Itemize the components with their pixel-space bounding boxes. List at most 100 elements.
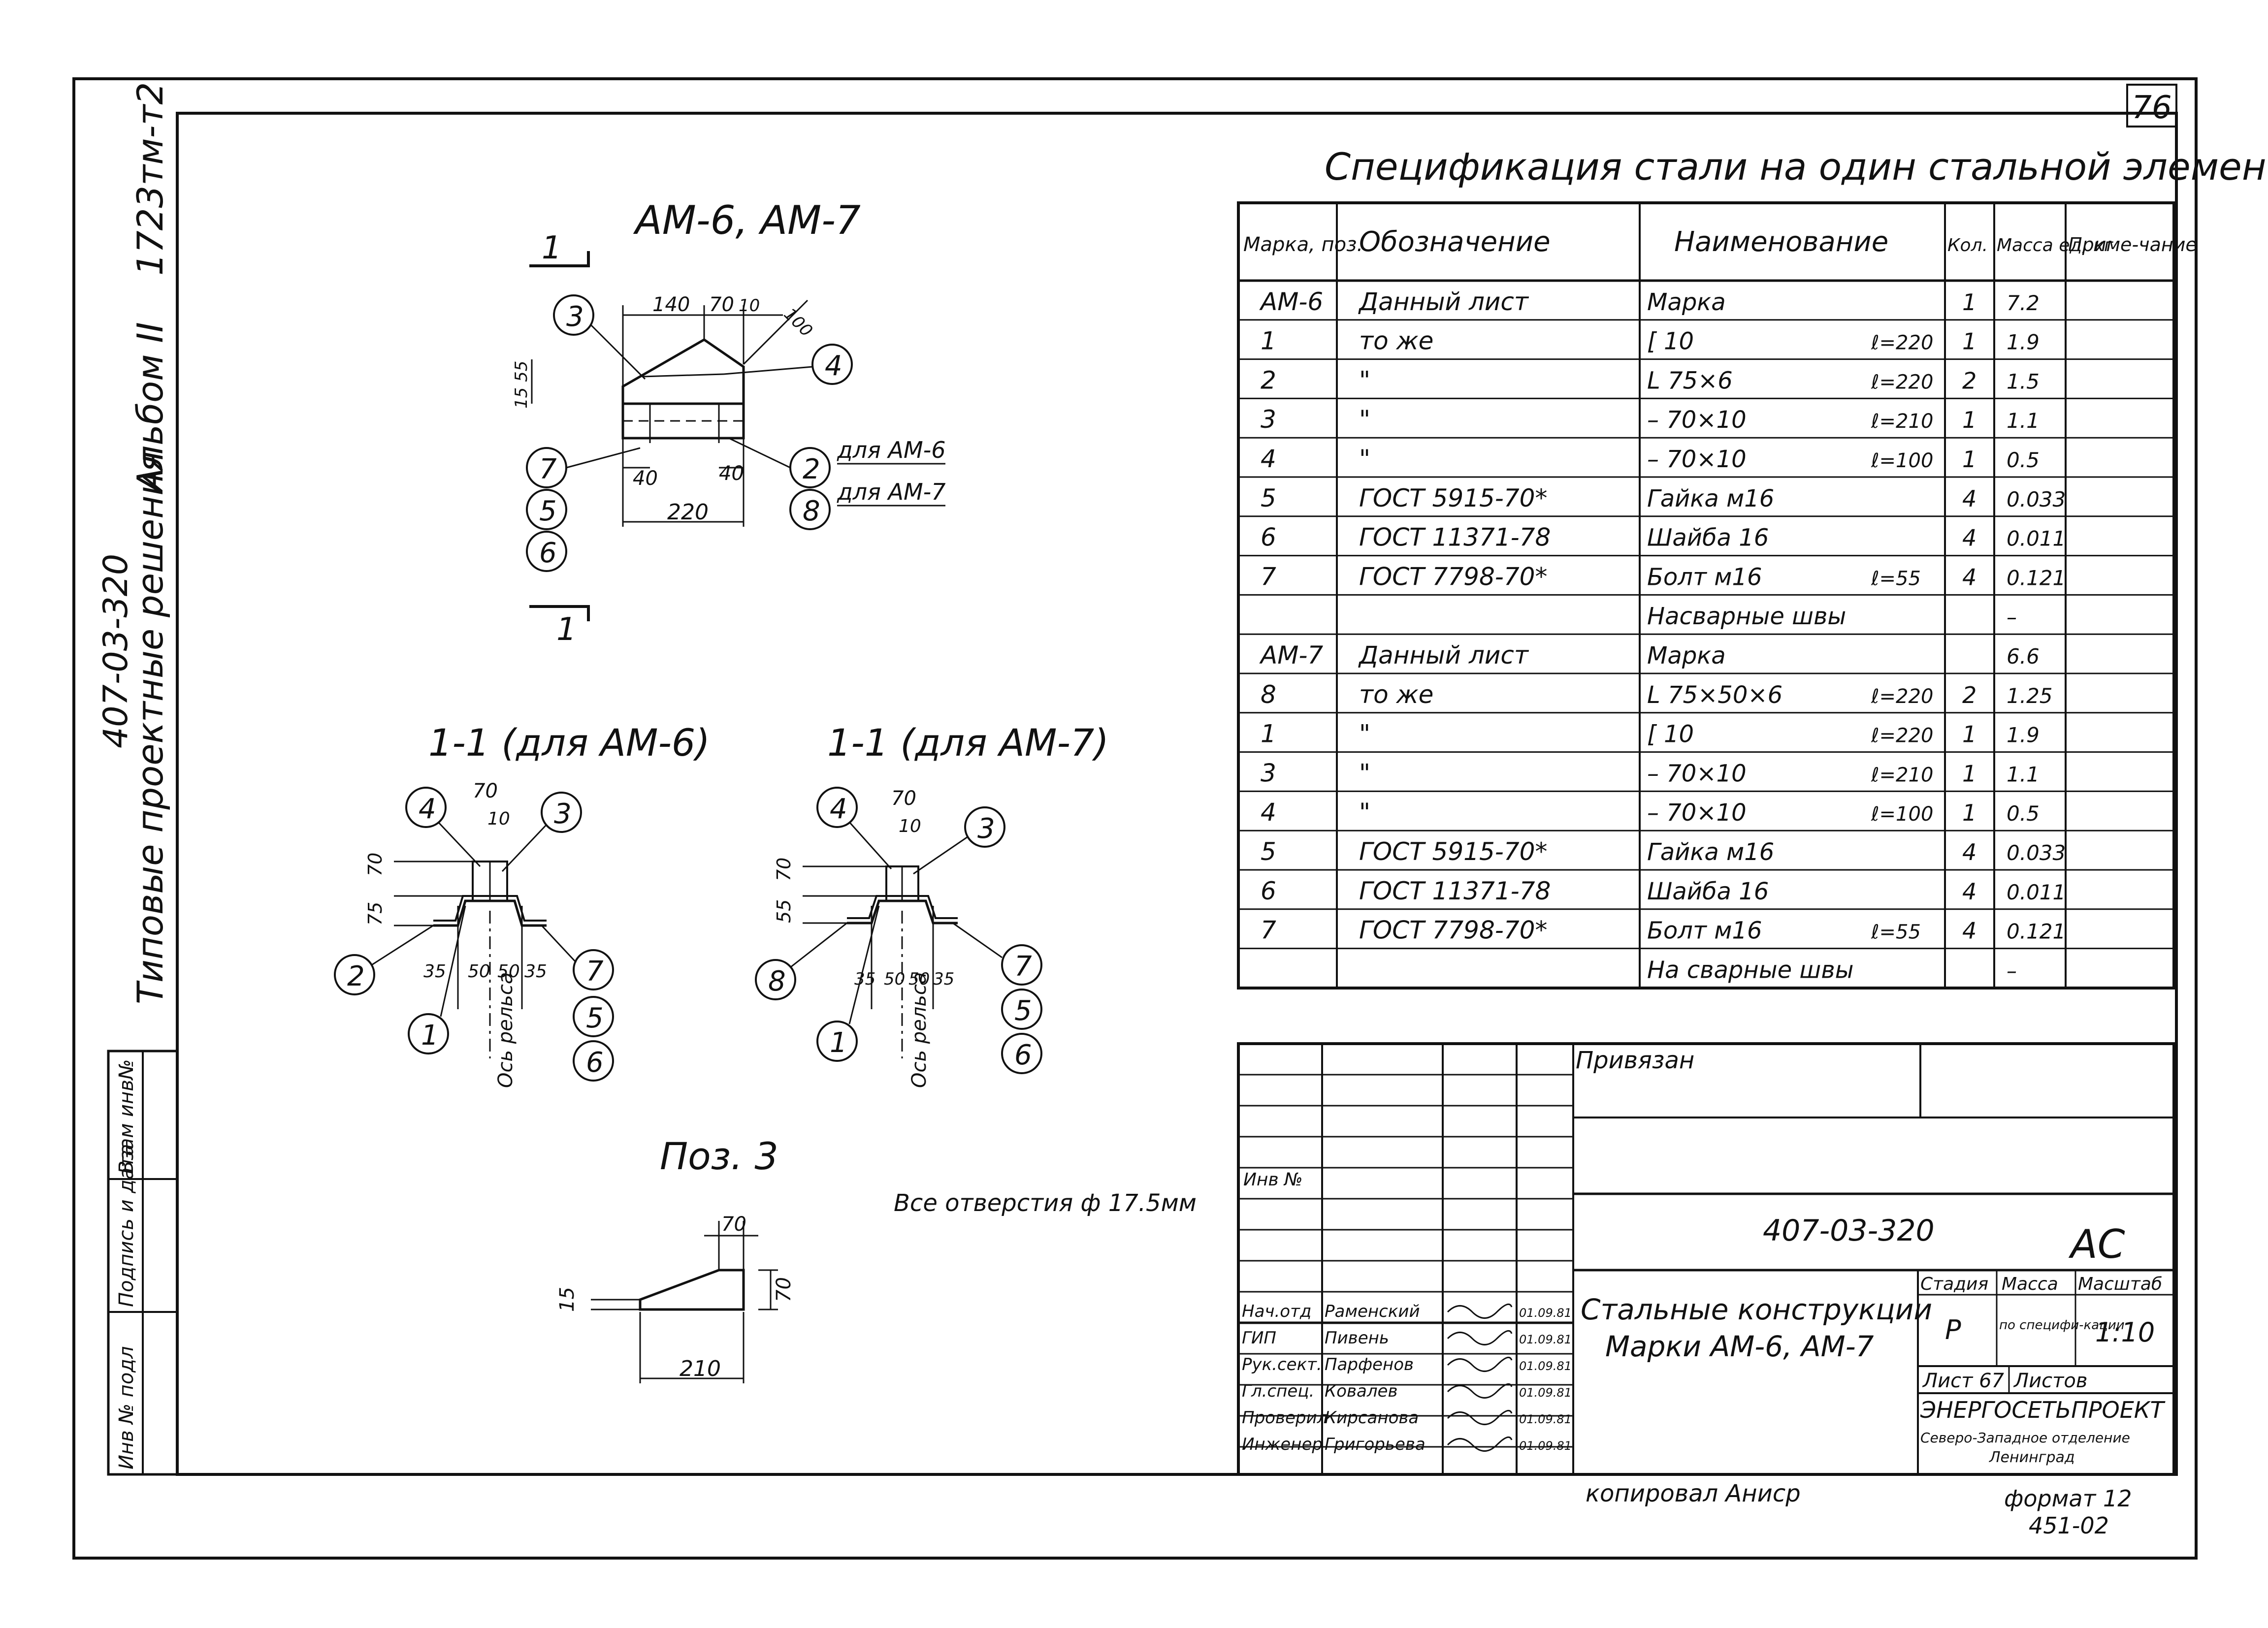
tb-stage-head: Стадия <box>1920 1274 1988 1294</box>
main-view: АМ-6, АМ-7 1 1 140 70 10 100 15 55 40 40 <box>512 197 946 648</box>
sec6-callout-7: 7 <box>541 925 614 990</box>
tb-org-3: Ленинград <box>1989 1449 2075 1466</box>
sec6-dim-10: 10 <box>487 809 510 829</box>
spec-cell: Гайка м16 <box>1647 838 1774 866</box>
spec-header-0: Марка, поз. <box>1243 233 1363 256</box>
spec-cell: ℓ=220 <box>1871 685 1933 708</box>
tb-scale-head: Масштаб <box>2078 1274 2162 1294</box>
spec-cell: ГОСТ 7798-70* <box>1359 562 1547 591</box>
spec-cell: 6 <box>1261 523 1276 552</box>
spec-cell: 4 <box>1962 525 1976 551</box>
sec6-dim-50b: 50 <box>497 961 520 982</box>
tb-mass: по специфи-кации <box>1999 1318 2125 1333</box>
side-album: Альбом II <box>130 322 171 494</box>
spec-cell: 4 <box>1962 878 1976 905</box>
spec-cell: – <box>2007 958 2017 983</box>
spec-cell: ℓ=220 <box>1871 725 1933 747</box>
staff-date: 01.09.81 <box>1519 1359 1572 1373</box>
poz3-view: Поз. 3 70 15 70 210 Все отверстия ф 17.5… <box>556 1134 1197 1383</box>
tb-mass-head: Масса <box>2002 1274 2058 1294</box>
spec-cell: 6 <box>1261 877 1276 905</box>
svg-text:6: 6 <box>539 537 557 569</box>
spec-cell: Болт м16 <box>1647 917 1762 945</box>
staff-role: ГИП <box>1242 1328 1276 1348</box>
poz3-dim-210: 210 <box>680 1356 721 1381</box>
spec-cell: ГОСТ 5915-70* <box>1359 837 1547 866</box>
sec7-dim-70: 70 <box>891 787 916 810</box>
svg-text:1: 1 <box>421 1020 439 1052</box>
staff-name: Григорьева <box>1325 1435 1426 1454</box>
spec-cell: " <box>1359 366 1370 394</box>
sec6-callout-3: 3 <box>501 792 582 872</box>
spec-cell: Данный лист <box>1358 287 1529 316</box>
spec-cell: Гайка м16 <box>1647 485 1774 512</box>
side-project: 407-03-320 <box>97 554 135 748</box>
callout-6: 6 <box>526 531 567 572</box>
spec-cell: 0.5 <box>2007 801 2040 826</box>
spec-cell: то же <box>1359 680 1433 709</box>
spec-cell: 4 <box>1261 798 1276 827</box>
staff-date: 01.09.81 <box>1519 1439 1572 1453</box>
dim-140: 140 <box>652 293 690 316</box>
spec-cell: ℓ=55 <box>1871 567 1921 590</box>
sec7-callout-1: 1 <box>816 905 880 1062</box>
spec-cell: Болт м16 <box>1647 563 1762 591</box>
spec-cell: ℓ=210 <box>1871 410 1933 433</box>
footer-copied: копировал Аниср <box>1586 1480 1801 1507</box>
spec-cell: 7.2 <box>2007 291 2040 315</box>
spec-cell: " <box>1359 798 1370 827</box>
spec-cell: 0.033 <box>2007 487 2066 511</box>
spec-cell: – 70×10 <box>1647 760 1747 787</box>
spec-cell: Марка <box>1647 642 1726 670</box>
spec-cell: L 75×50×6 <box>1647 681 1782 709</box>
tb-doc-code: 407-03-320 <box>1763 1213 1935 1248</box>
spec-cell: 2 <box>1261 366 1276 394</box>
tb-org-2: Северо-Западное отделение <box>1920 1430 2130 1446</box>
section-am7: 1-1 (для АМ-7) 70 10 55 70 35 50 50 35 О… <box>755 721 1109 1088</box>
sec7-dim-70v: 70 <box>773 858 795 881</box>
svg-text:1: 1 <box>830 1027 847 1059</box>
poz3-dim-70a: 70 <box>721 1213 746 1236</box>
sec6-callout-2: 2 <box>334 925 434 995</box>
signature-mark <box>1447 1409 1513 1425</box>
tb-scale: 1:10 <box>2095 1317 2155 1348</box>
staff-name: Кирсанова <box>1325 1408 1419 1428</box>
staff-role: Рук.сект. <box>1242 1355 1322 1374</box>
sec7-dim-35b: 35 <box>933 969 954 989</box>
svg-text:3: 3 <box>566 301 584 333</box>
sec7-dim-50b: 50 <box>908 969 930 989</box>
spec-cell: 1.9 <box>2007 330 2040 354</box>
signature-mark <box>1447 1383 1513 1399</box>
spec-header-2: Наименование <box>1674 226 1888 258</box>
spec-cell: 1 <box>1261 327 1276 355</box>
sec7-callout-7: 7 <box>952 922 1042 986</box>
spec-cell: L 75×6 <box>1647 367 1733 394</box>
spec-cell: ГОСТ 11371-78 <box>1359 877 1551 905</box>
tb-sheet: Лист 67 <box>1922 1370 2005 1392</box>
spec-cell: 0.121 <box>2007 920 2066 944</box>
sec6-dim-75: 75 <box>364 902 386 926</box>
spec-cell: Марка <box>1647 288 1726 316</box>
staff-role: Инженер <box>1242 1435 1323 1454</box>
inv-label: Инв № <box>1243 1170 1303 1190</box>
section-am6-title: 1-1 (для АМ-6) <box>428 721 710 765</box>
sec6-dim-35b: 35 <box>524 961 547 982</box>
spec-cell: 8 <box>1261 680 1276 709</box>
section-am7-title: 1-1 (для АМ-7) <box>827 721 1109 765</box>
signature-mark <box>1447 1436 1513 1452</box>
title-block: Привязан Инв № 407-03-320 АС Стальные ко… <box>1237 1042 2175 1476</box>
side-code: 1723тм-т2 <box>130 82 171 276</box>
callout-5: 5 <box>526 489 567 530</box>
svg-text:8: 8 <box>768 965 786 997</box>
spec-cell: ГОСТ 5915-70* <box>1359 484 1547 512</box>
spec-cell: 1.1 <box>2007 409 2040 433</box>
svg-text:5: 5 <box>1014 995 1032 1027</box>
spec-cell: ℓ=100 <box>1871 803 1933 826</box>
signature-mark <box>1447 1330 1513 1345</box>
spec-cell: 3 <box>1261 759 1276 787</box>
sec6-dim-70v: 70 <box>364 853 386 876</box>
spec-cell: 6.6 <box>2007 644 2040 669</box>
spec-cell: 1.25 <box>2007 684 2053 708</box>
stamp-podpis: Подпись и дата <box>115 1144 138 1307</box>
